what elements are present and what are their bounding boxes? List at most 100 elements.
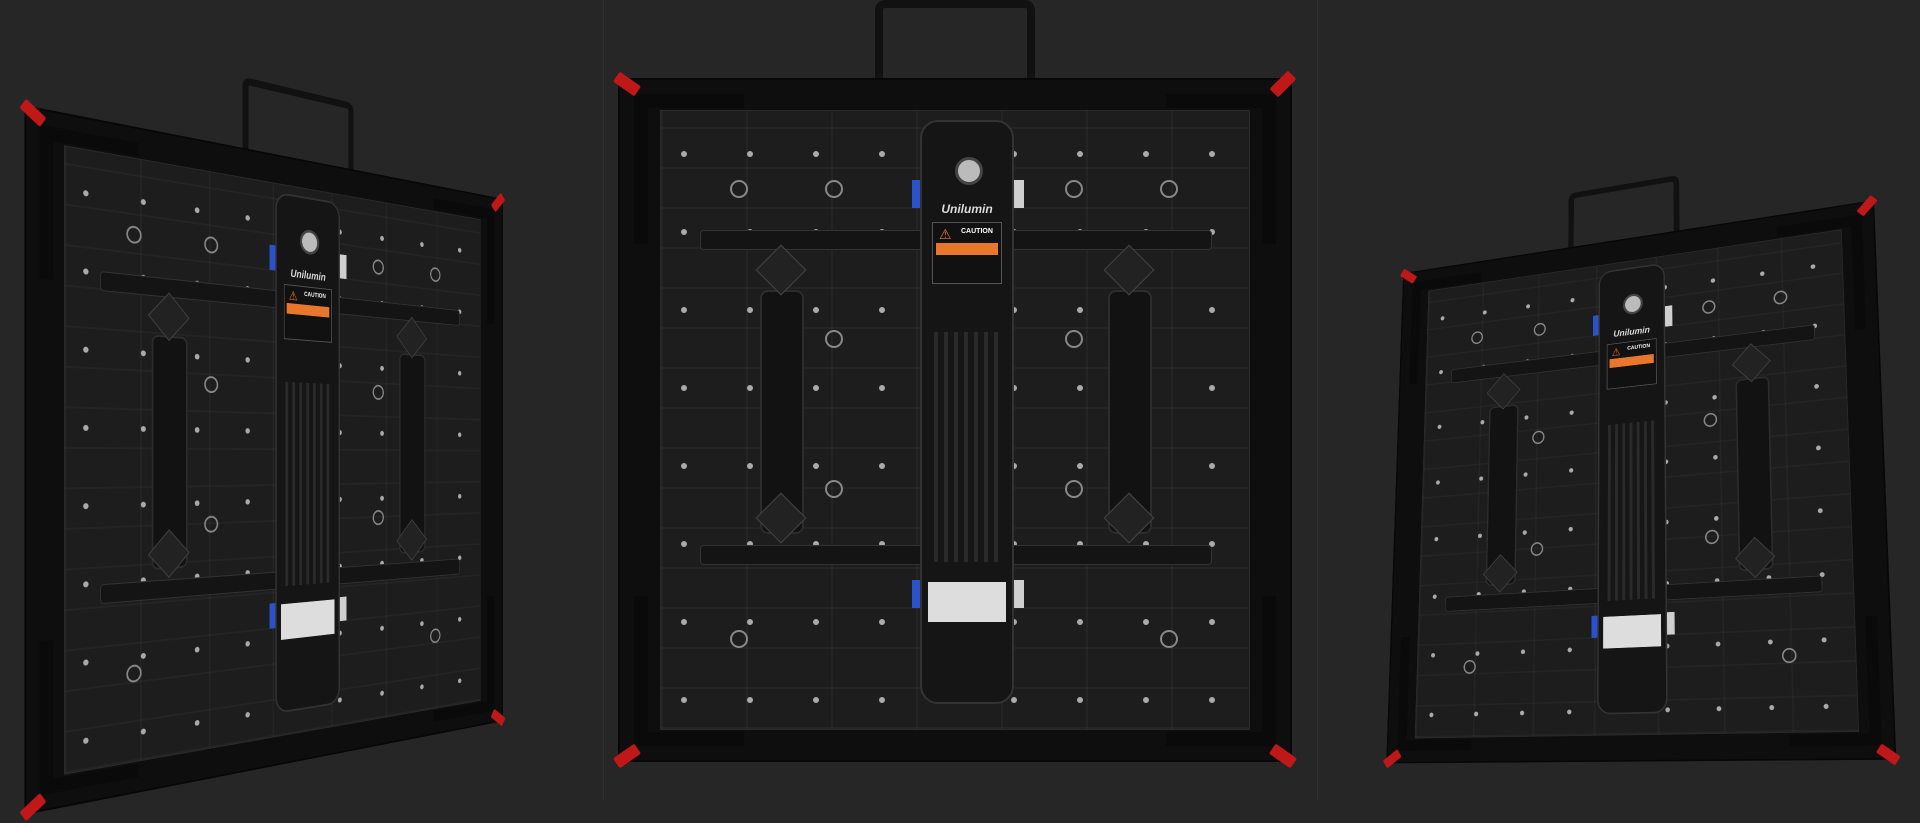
red-clip — [1270, 71, 1297, 98]
screw-icon — [1077, 385, 1083, 391]
screw-icon — [141, 728, 146, 735]
screw-icon — [681, 307, 687, 313]
screw-icon — [1569, 527, 1573, 532]
screw-icon — [1143, 151, 1149, 157]
screw-icon — [245, 712, 249, 718]
panel-center-view: Unilumin ⚠ CAUTION — [604, 0, 1317, 800]
screw-icon — [83, 503, 88, 509]
red-clip — [613, 744, 641, 769]
warning-icon: ⚠ — [939, 226, 952, 243]
screw-icon — [1713, 455, 1718, 460]
screw-ring — [373, 259, 384, 276]
screw-ring — [1065, 480, 1083, 498]
red-clip — [613, 72, 641, 97]
screw-icon — [380, 626, 384, 631]
screw-icon — [747, 463, 753, 469]
screw-icon — [1475, 651, 1479, 656]
screw-icon — [1209, 385, 1215, 391]
screw-ring — [430, 267, 440, 283]
red-clip — [491, 709, 506, 727]
screw-icon — [458, 432, 461, 437]
screw-icon — [1526, 304, 1530, 309]
screw-icon — [195, 207, 200, 213]
screw-icon — [1209, 307, 1215, 313]
screw-icon — [338, 697, 342, 703]
screw-icon — [813, 463, 819, 469]
corner-bracket — [634, 94, 744, 244]
screw-icon — [420, 621, 424, 626]
screw-icon — [747, 151, 753, 157]
brand-logo: Unilumin — [277, 265, 339, 285]
screw-ring — [730, 630, 748, 648]
screw-icon — [1524, 472, 1528, 477]
red-clip — [19, 793, 46, 821]
red-clip — [1876, 744, 1901, 766]
screw-icon — [681, 385, 687, 391]
cabinet-body: Unilumin ⚠ CAUTION — [620, 80, 1290, 760]
screw-icon — [1434, 537, 1438, 542]
screw-icon — [458, 494, 461, 499]
screw-icon — [1523, 530, 1527, 535]
screw-icon — [1480, 420, 1484, 425]
screw-icon — [1768, 639, 1773, 644]
caution-text: CAUTION — [1627, 343, 1650, 351]
caution-text: CAUTION — [304, 291, 326, 299]
screw-icon — [1769, 705, 1774, 710]
power-connector-icon — [1623, 293, 1643, 316]
screw-icon — [245, 357, 249, 363]
power-spine: Unilumin ⚠ CAUTION — [275, 192, 340, 714]
heat-sink-fins — [1608, 420, 1657, 601]
cabinet-angled-left: Unilumin ⚠ CAUTION — [26, 107, 501, 812]
red-clip — [491, 193, 505, 213]
warning-icon: ⚠ — [289, 288, 298, 304]
screw-icon — [1077, 463, 1083, 469]
screw-icon — [813, 619, 819, 625]
screw-icon — [681, 463, 687, 469]
screw-icon — [1760, 271, 1765, 276]
screw-icon — [1438, 425, 1442, 430]
screw-ring — [825, 480, 843, 498]
screw-icon — [245, 215, 249, 221]
screw-icon — [141, 653, 146, 659]
screw-icon — [879, 697, 885, 703]
screw-icon — [141, 502, 146, 508]
screw-icon — [245, 428, 249, 434]
screw-icon — [1712, 395, 1717, 400]
screw-icon — [380, 431, 384, 436]
screw-icon — [1479, 476, 1483, 481]
screw-ring — [204, 376, 218, 393]
screw-ring — [373, 385, 384, 401]
screw-icon — [879, 385, 885, 391]
screw-icon — [141, 350, 146, 356]
red-clip — [19, 99, 46, 127]
screw-icon — [879, 463, 885, 469]
red-clip — [1383, 749, 1402, 768]
caution-label: ⚠ CAUTION — [1607, 338, 1657, 390]
power-connector-icon — [955, 157, 983, 185]
screw-icon — [1143, 619, 1149, 625]
screw-icon — [879, 307, 885, 313]
screw-icon — [1717, 706, 1722, 711]
corner-bracket — [1166, 596, 1276, 746]
screw-icon — [380, 690, 384, 696]
screw-icon — [195, 427, 200, 433]
screw-icon — [1816, 445, 1821, 450]
red-clip — [1857, 195, 1878, 216]
panel-right-view: Unilumin ⚠ CAUTION — [1318, 0, 1920, 800]
corner-bracket — [1166, 94, 1276, 244]
screw-icon — [1011, 697, 1017, 703]
screw-icon — [1143, 697, 1149, 703]
corner-bracket — [40, 124, 139, 288]
corner-bracket — [434, 198, 495, 325]
brand-logo: Unilumin — [922, 202, 1012, 216]
caution-text: CAUTION — [961, 228, 993, 235]
power-spine: Unilumin ⚠ CAUTION — [1597, 263, 1668, 715]
screw-icon — [83, 425, 88, 431]
screw-icon — [380, 366, 384, 371]
carry-handle — [875, 0, 1035, 90]
screw-icon — [141, 426, 146, 432]
screw-icon — [879, 619, 885, 625]
corner-bracket — [1397, 634, 1474, 751]
screw-ring — [730, 180, 748, 198]
caution-stripe — [287, 303, 330, 318]
